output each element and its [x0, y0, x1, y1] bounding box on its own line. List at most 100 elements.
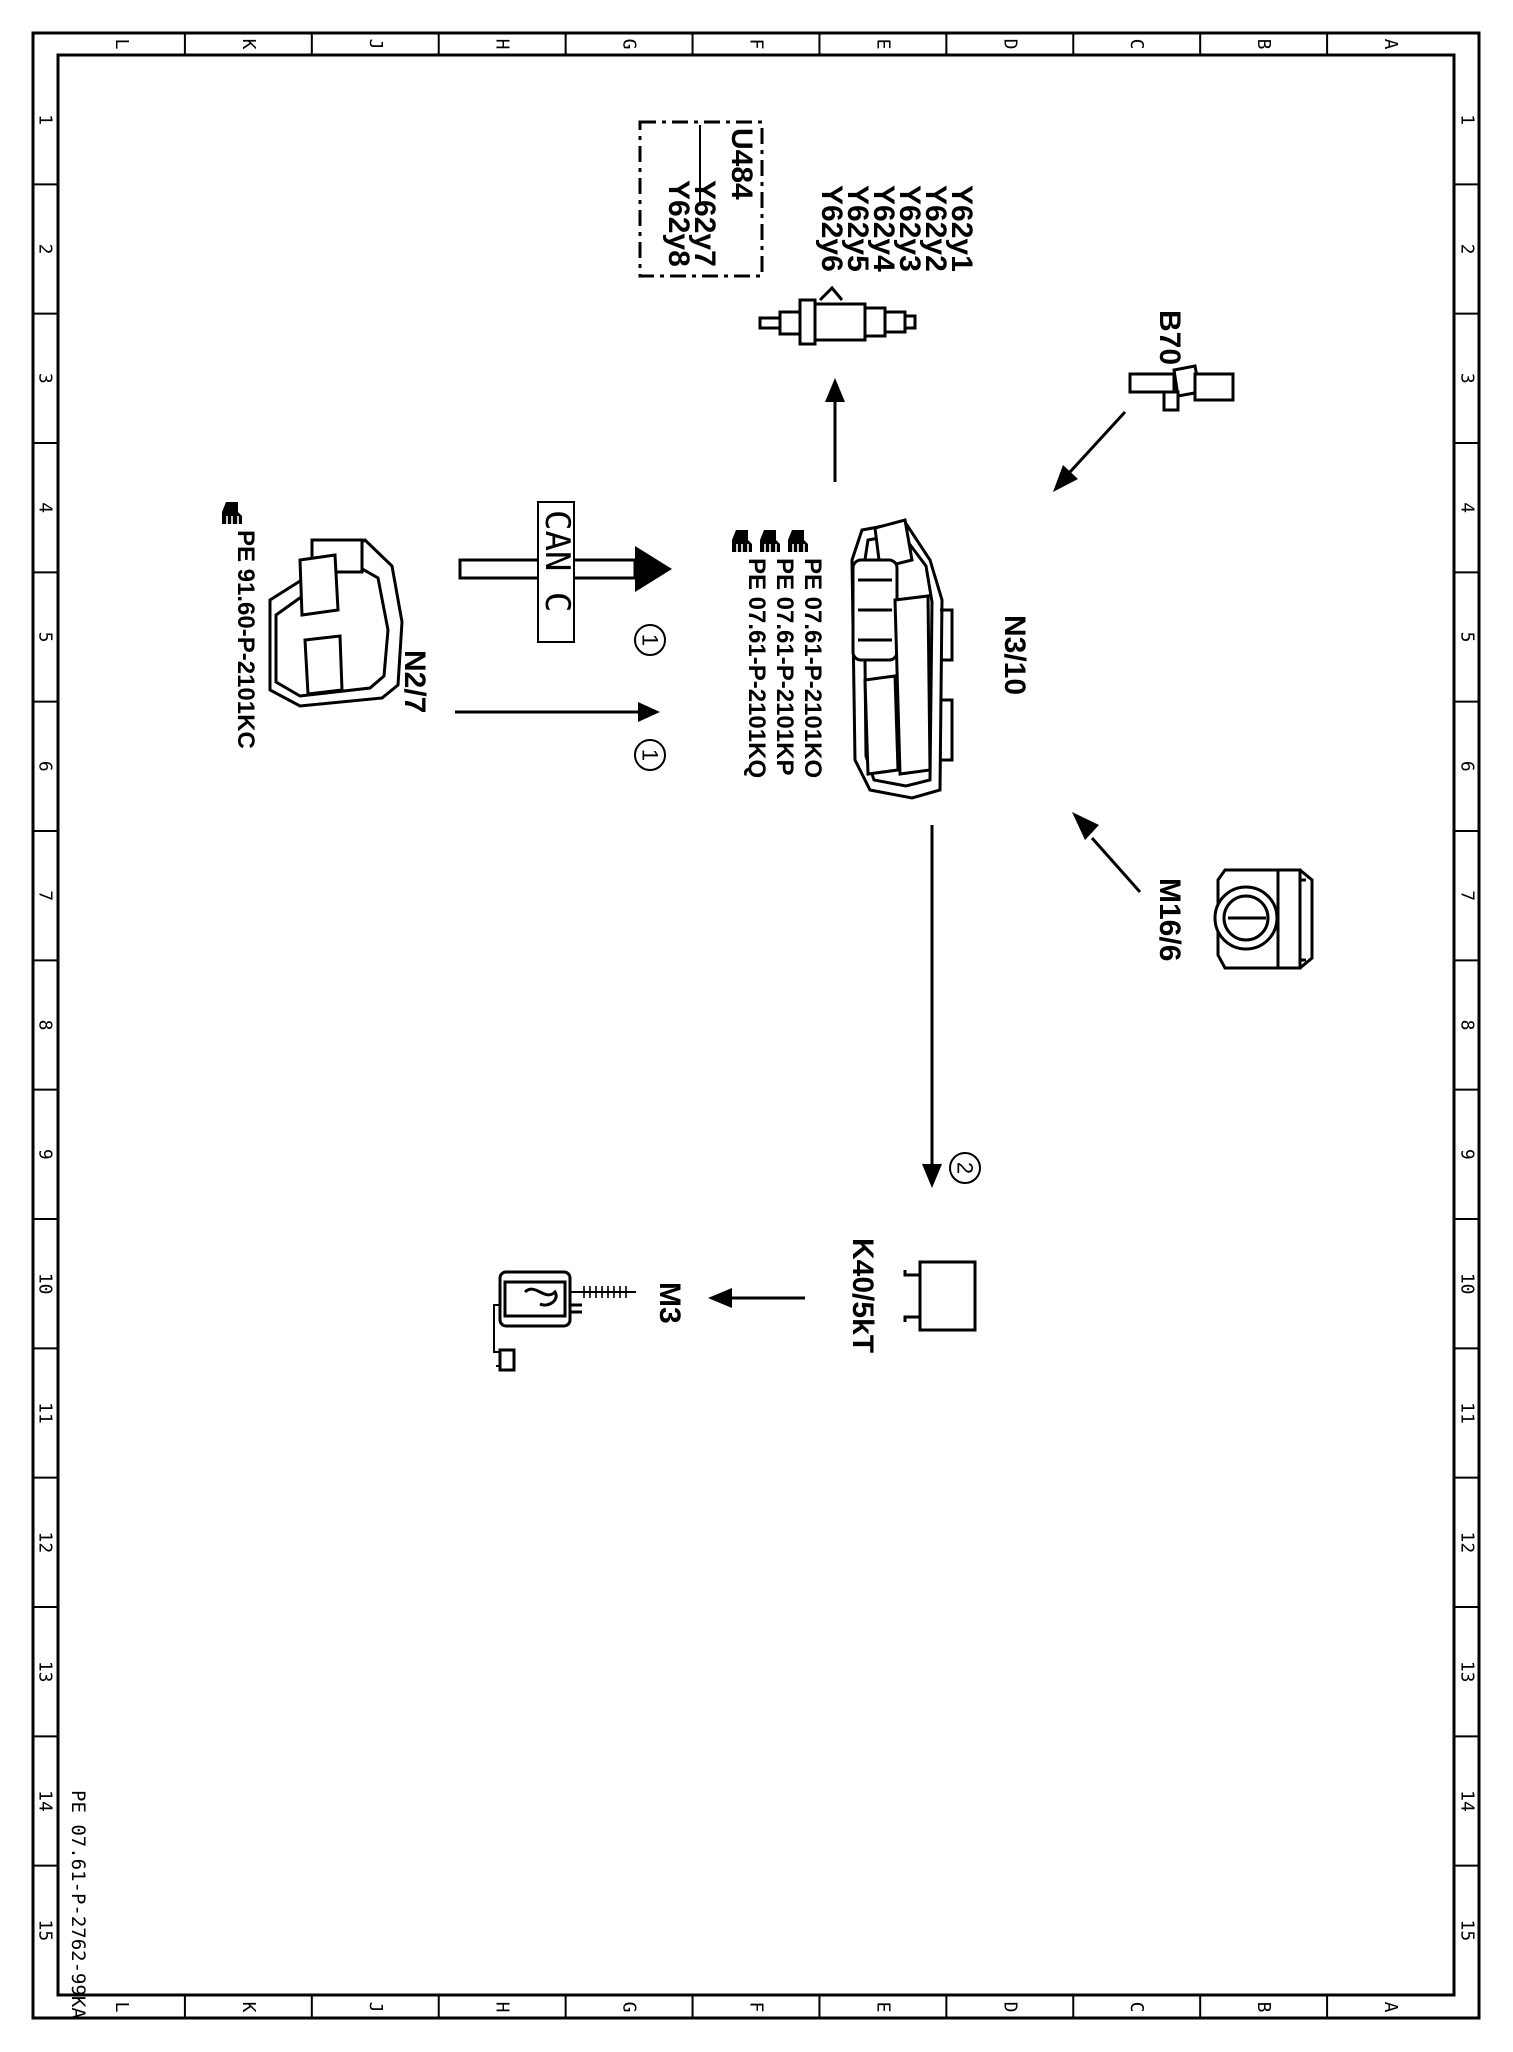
signal-marker-1: 1 — [634, 739, 666, 771]
grid-number-right: 2 — [1457, 244, 1478, 255]
m3-fuel-pump: M3 — [493, 1270, 686, 1372]
grid-letter-top: H — [492, 39, 513, 50]
grid-letter-bottom: F — [746, 2002, 767, 2013]
grid-number-left: 8 — [35, 1020, 56, 1031]
injector-label-4: Y62y4 — [867, 185, 900, 272]
n3-10-label: N3/10 — [998, 615, 1031, 695]
n3-10-ref-1-text: PE 07.61-P-2101KO — [799, 558, 826, 778]
n2-7-ref-1-text: PE 91.60-P-2101KC — [232, 530, 259, 749]
grid-letter-bottom: G — [619, 2002, 640, 2013]
arrow-ecu-to-relay — [922, 825, 942, 1188]
grid-number-left: 15 — [35, 1919, 56, 1941]
n3-10-ref-2: PE 07.61-P-2101KP — [760, 530, 798, 775]
can-c-bus-arrow: CAN C — [458, 501, 672, 643]
fuel-injector-icon — [758, 285, 917, 346]
grid-letter-top: G — [619, 39, 640, 50]
k40-5kt-relay: K40/5kT — [846, 1238, 977, 1353]
b70-label: B70 — [1153, 310, 1186, 365]
grid-letter-top: L — [111, 39, 132, 50]
grid-letter-top: E — [872, 39, 893, 50]
grid-number-right: 14 — [1457, 1790, 1478, 1812]
n3-10-ecu: N3/10 PE 07.61-P-2101KO PE 07.61-P-2101K… — [732, 518, 1031, 800]
grid-number-left: 4 — [35, 502, 56, 513]
grid-letter-bottom: L — [111, 2002, 132, 2013]
grid-letter-bottom: A — [1380, 2002, 1401, 2013]
relay-icon — [903, 1260, 977, 1332]
grid-number-left: 3 — [35, 373, 56, 384]
grid-number-right: 1 — [1457, 114, 1478, 125]
hand-pointer-icon — [760, 530, 780, 552]
injector-label-3: Y62y3 — [893, 185, 926, 272]
grid-letter-top: K — [238, 39, 259, 50]
b70-sensor: B70 — [1128, 310, 1235, 412]
injector-label-5: Y62y5 — [841, 185, 874, 272]
n3-10-ref-1: PE 07.61-P-2101KO — [788, 530, 826, 778]
u484-injector-label-8: Y62y8 — [662, 180, 695, 267]
n2-7-ref-1: PE 91.60-P-2101KC — [222, 502, 259, 749]
grid-ticks — [33, 33, 1479, 2018]
grid-number-right: 13 — [1457, 1661, 1478, 1683]
grid-letter-bottom: J — [365, 2002, 386, 2013]
hand-pointer-icon — [222, 502, 242, 524]
grid-number-right: 12 — [1457, 1531, 1478, 1553]
grid-number-left: 7 — [35, 890, 56, 901]
grid-number-right: 9 — [1457, 1149, 1478, 1160]
grid-number-left: 12 — [35, 1531, 56, 1553]
grid-number-left: 5 — [35, 632, 56, 643]
grid-letter-top: B — [1253, 39, 1274, 50]
m16-6-label: M16/6 — [1153, 878, 1186, 961]
grid-number-right: 5 — [1457, 632, 1478, 643]
grid-letter-bottom: H — [492, 2002, 513, 2013]
u484-label: U484 — [725, 128, 758, 200]
grid-letter-bottom: K — [238, 2002, 259, 2013]
grid-letter-top: J — [365, 39, 386, 50]
n3-10-ref-3: PE 07.61-P-2101KQ — [732, 530, 770, 778]
grid-number-right: 10 — [1457, 1273, 1478, 1295]
grid-letter-bottom: B — [1253, 2002, 1274, 2013]
arrow-relay-to-m3 — [708, 1288, 805, 1308]
injector-label-6: Y62y6 — [815, 185, 848, 272]
m16-6-throttle-icon — [1213, 868, 1314, 970]
grid-number-right: 11 — [1457, 1402, 1478, 1424]
can-c-label: CAN C — [537, 510, 577, 612]
grid-letter-top: D — [999, 39, 1020, 50]
grid-number-left: 6 — [35, 761, 56, 772]
u484-variant-box: U484 Y62y7 Y62y8 — [638, 120, 764, 278]
hand-pointer-icon — [788, 530, 808, 552]
document-id: PE 07.61-P-2762-99KA — [67, 1790, 89, 2019]
grid-number-left: 10 — [35, 1273, 56, 1295]
grid-number-left: 13 — [35, 1661, 56, 1683]
n2-7-module: N2/7 PE 91.60-P-2101KC — [222, 502, 431, 749]
grid-letter-bottom: C — [1126, 2002, 1147, 2013]
n3-10-ref-2-text: PE 07.61-P-2101KP — [771, 558, 798, 775]
grid-number-left: 14 — [35, 1790, 56, 1812]
u484-injector-label-7: Y62y7 — [688, 180, 721, 267]
grid-number-left: 9 — [35, 1149, 56, 1160]
grid-number-right: 6 — [1457, 761, 1478, 772]
n3-10-ref-3-text: PE 07.61-P-2101KQ — [743, 558, 770, 778]
n2-7-module-icon — [268, 538, 404, 708]
arrow-ecu-to-injector — [825, 378, 845, 482]
hand-pointer-icon — [732, 530, 752, 552]
grid-number-right: 15 — [1457, 1919, 1478, 1941]
injector-label-1: Y62y1 — [945, 185, 978, 272]
grid-number-left: 2 — [35, 244, 56, 255]
signal-marker-2-text: 2 — [953, 1162, 978, 1174]
signal-marker-1-text: 1 — [638, 749, 663, 761]
grid-number-right: 7 — [1457, 890, 1478, 901]
grid-letter-bottom: D — [999, 2002, 1020, 2013]
signal-marker-2: 2 — [949, 1152, 981, 1184]
n3-10-ecu-icon — [850, 518, 954, 800]
grid-number-right: 8 — [1457, 1020, 1478, 1031]
outer-frame — [31, 31, 1481, 2020]
signal-marker-1-can: 1 — [634, 624, 666, 656]
grid-letter-top: A — [1380, 39, 1401, 50]
grid-number-left: 11 — [35, 1402, 56, 1424]
m3-label: M3 — [653, 1282, 686, 1324]
fuel-pump-icon — [493, 1270, 636, 1372]
grid-letter-top: F — [746, 39, 767, 50]
